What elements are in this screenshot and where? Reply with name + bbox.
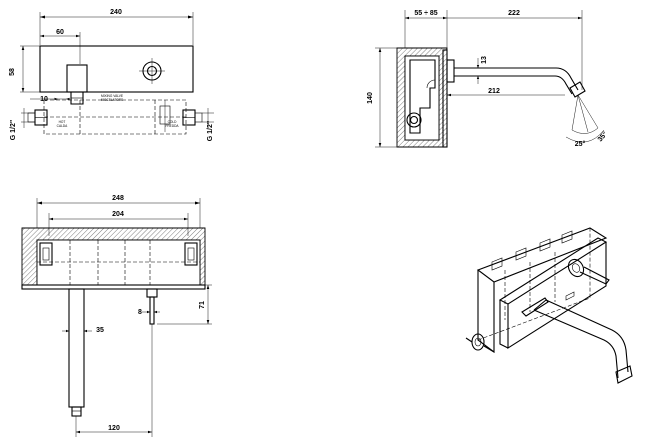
dim-label: 248 [112, 195, 124, 202]
spout-pipe [68, 288, 85, 417]
iso-inlet [465, 333, 495, 353]
inlet-right [184, 242, 198, 266]
dim-thread-left: G 1/2" [10, 108, 35, 140]
dim-reach-222: 222 [447, 10, 583, 90]
label-cold-it: FREDDA [165, 124, 179, 128]
front-plate [442, 49, 448, 148]
wall-plate [21, 284, 206, 290]
dim-wall-55-85: 55 ÷ 85 [404, 10, 448, 48]
dim-angle: 25° [575, 140, 586, 148]
water-jet: 25° 35° [565, 94, 609, 148]
handle [66, 64, 88, 105]
dim-label: G 1/2" [10, 120, 17, 140]
top-view: 248 204 [21, 195, 212, 437]
dim-label: 240 [110, 9, 122, 16]
dim-width-240: 240 [39, 9, 194, 45]
front-view: 240 60 58 10 [9, 9, 214, 141]
lever [146, 288, 158, 325]
dim-spout-212: 212 [447, 88, 565, 97]
connector-right [182, 109, 203, 126]
iso-knob [567, 258, 585, 278]
dim-label: 140 [367, 92, 374, 104]
dim-pipe-35: 35 [62, 327, 104, 334]
label-hot: HOT [59, 120, 66, 124]
isometric-view [465, 227, 633, 384]
dim-offset-60: 60 [40, 29, 81, 64]
label-hot-it: CALDA [57, 124, 69, 128]
side-view: 55 ÷ 85 222 140 [367, 10, 609, 148]
inlet-fitting [406, 112, 422, 128]
dim-thread-right: G 1/2" [202, 108, 214, 141]
dim-label: 222 [508, 10, 520, 17]
dim-label: G 1/2" [207, 121, 214, 141]
dim-small-10: 10 [30, 96, 70, 103]
dim-outer-248: 248 [36, 195, 201, 228]
dim-label: 58 [9, 68, 16, 76]
dim-label: 60 [56, 29, 64, 36]
valve-body [409, 59, 436, 134]
dim-height-140: 140 [367, 47, 397, 148]
dim-label: 10 [40, 96, 48, 103]
dim-label: 120 [108, 425, 120, 432]
diverter-knob [139, 58, 165, 84]
label-cold: COLD [168, 120, 178, 124]
dim-label: 212 [488, 88, 500, 95]
dim-pipe-13: 13 [476, 56, 488, 84]
dim-label: 55 ÷ 85 [414, 10, 437, 17]
dim-spacing-120: 120 [75, 324, 153, 437]
spout [446, 59, 586, 98]
iso-spout [521, 297, 633, 384]
dim-height-58: 58 [9, 45, 40, 93]
dim-lever-8: 8 [138, 309, 160, 316]
dim-label: 35 [96, 327, 104, 334]
dim-label: 8 [138, 309, 142, 316]
dim-label: 13 [481, 56, 488, 64]
dim-label: 204 [112, 211, 124, 218]
dim-label: 71 [199, 301, 206, 309]
label-mixing-it: MISCELATORE [101, 98, 124, 102]
wall-plate [39, 45, 194, 93]
dim-depth-71: 71 [157, 284, 212, 325]
label-mixing: MIXING VALVE [101, 94, 123, 98]
dim-angle: 35° [596, 130, 609, 143]
inlet-left [39, 242, 53, 266]
